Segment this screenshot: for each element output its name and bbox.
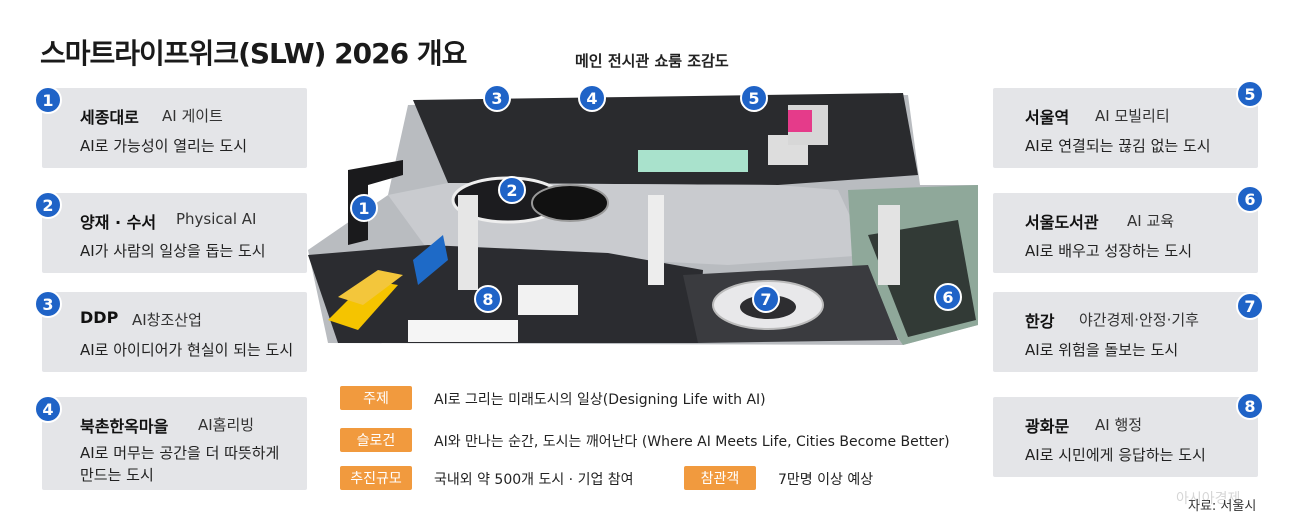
map-badge-5: 5 [740,84,768,112]
zone-desc: AI가 사람의 일상을 돕는 도시 [80,242,266,260]
zone-tag: AI 교육 [1127,212,1175,230]
map-badge-2: 2 [498,176,526,204]
map-badge-7: 7 [752,285,780,313]
map-badge-8: 8 [474,285,502,313]
zone-name: 서울도서관 [1025,213,1099,232]
zone-desc: AI로 위험을 돌보는 도시 [1025,341,1179,359]
zone-badge-3: 3 [34,290,62,318]
zone-card-7: 한강 야간경제·안정·기후 AI로 위험을 돌보는 도시 [993,292,1258,372]
theme-text: AI로 그리는 미래도시의 일상(Designing Life with AI) [434,392,766,408]
source-note: 자료: 서울시 [1188,499,1257,514]
zone-card-1: 세종대로 AI 게이트 AI로 가능성이 열리는 도시 [42,88,307,168]
zone-name: 광화문 [1025,417,1070,436]
zone-desc: AI로 배우고 성장하는 도시 [1025,242,1192,260]
zone-tag: AI 행정 [1095,416,1143,434]
zone-desc: AI로 아이디어가 현실이 되는 도시 [80,341,294,359]
zone-badge-5: 5 [1236,80,1264,108]
zone-card-5: 서울역 AI 모빌리티 AI로 연결되는 끊김 없는 도시 [993,88,1258,168]
zone-card-4: 북촌한옥마을 AI홈리빙 AI로 머무는 공간을 더 따뜻하게 만드는 도시 [42,397,307,490]
zone-card-8: 광화문 AI 행정 AI로 시민에게 응답하는 도시 [993,397,1258,477]
map-badge-3: 3 [483,84,511,112]
zone-name: 북촌한옥마을 [80,417,169,436]
showroom-floor-plan [308,93,978,345]
scale-text: 국내외 약 500개 도시 · 기업 참여 [434,472,634,488]
zone-badge-6: 6 [1236,185,1264,213]
scale-label: 추진규모 [340,466,412,490]
zone-tag: Physical AI [176,210,257,228]
zone-tag: AI 게이트 [162,107,223,125]
publisher-watermark: 아시아경제 [1176,491,1241,507]
zone-badge-7: 7 [1236,292,1264,320]
zone-badge-4: 4 [34,395,62,423]
floor-plan-title: 메인 전시관 쇼룸 조감도 [575,52,729,70]
zone-desc: AI로 시민에게 응답하는 도시 [1025,446,1206,464]
map-badge-6: 6 [934,283,962,311]
zone-name: 한강 [1025,312,1055,331]
visitors-text: 7만명 이상 예상 [778,472,874,488]
zone-desc: 만드는 도시 [80,466,154,484]
zone-desc: AI로 머무는 공간을 더 따뜻하게 [80,444,280,462]
zone-badge-8: 8 [1236,392,1264,420]
zone-tag: AI 모빌리티 [1095,107,1170,125]
zone-tag: 야간경제·안정·기후 [1079,311,1199,329]
map-badge-4: 4 [578,84,606,112]
zone-desc: AI로 가능성이 열리는 도시 [80,137,247,155]
slogan-text: AI와 만나는 순간, 도시는 깨어난다 (Where AI Meets Lif… [434,434,950,450]
zone-name: 세종대로 [80,108,139,127]
theme-label: 주제 [340,386,412,410]
page-title: 스마트라이프위크(SLW) 2026 개요 [40,37,467,70]
zone-badge-2: 2 [34,191,62,219]
map-badge-1: 1 [350,194,378,222]
zone-badge-1: 1 [34,86,62,114]
slogan-label: 슬로건 [340,428,412,452]
zone-card-2: 양재 · 수서 Physical AI AI가 사람의 일상을 돕는 도시 [42,193,307,273]
zone-name: 양재 · 수서 [80,213,157,232]
zone-card-3: DDP AI창조산업 AI로 아이디어가 현실이 되는 도시 [42,292,307,372]
zone-tag: AI창조산업 [132,311,202,329]
zone-name: DDP [80,308,119,327]
zone-tag: AI홈리빙 [198,416,255,434]
zone-desc: AI로 연결되는 끊김 없는 도시 [1025,137,1211,155]
zone-card-6: 서울도서관 AI 교육 AI로 배우고 성장하는 도시 [993,193,1258,273]
visitors-label: 참관객 [684,466,756,490]
zone-name: 서울역 [1025,108,1070,127]
